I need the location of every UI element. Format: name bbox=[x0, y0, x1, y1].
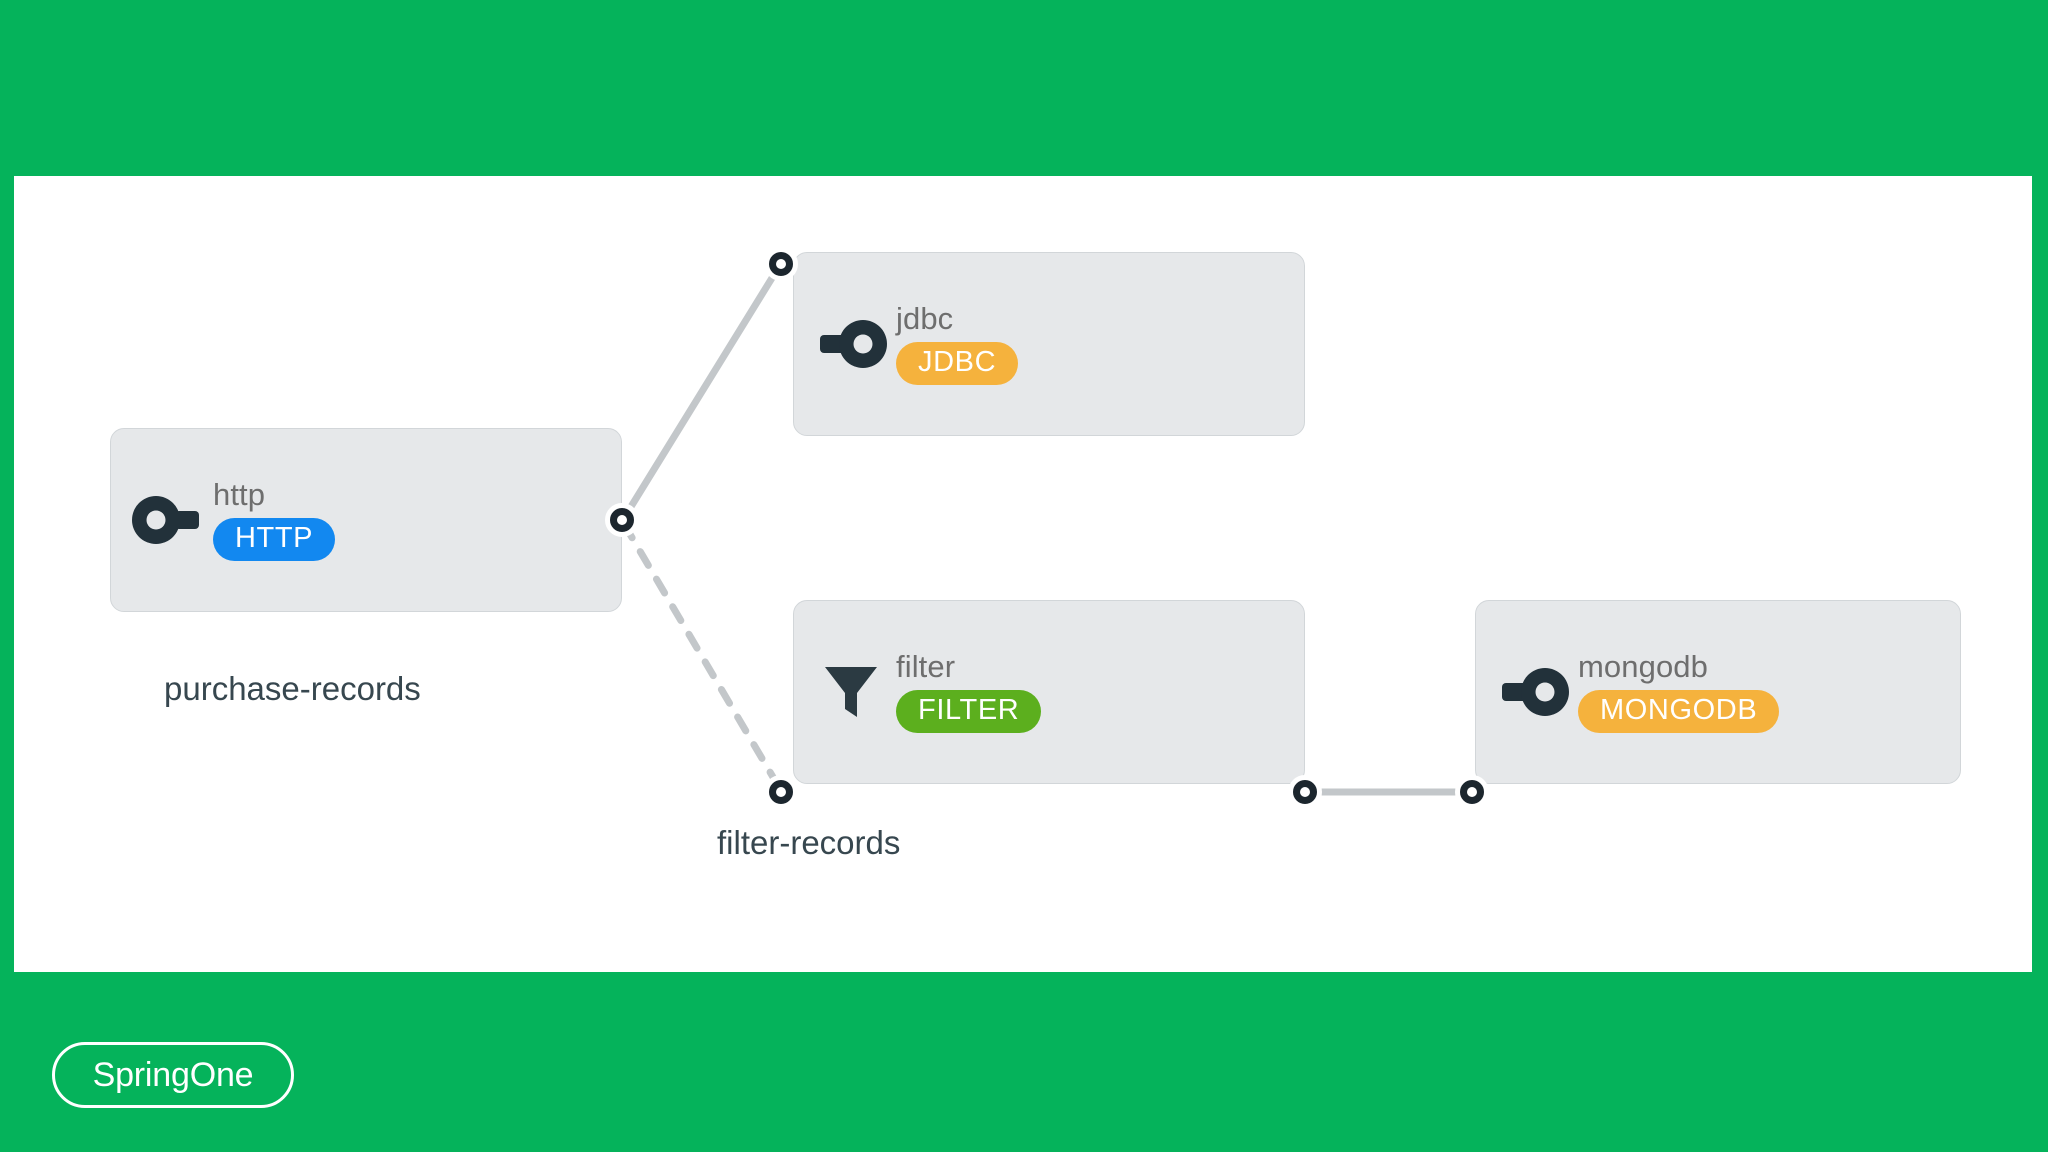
stream-label-purchase-records: purchase-records bbox=[164, 670, 421, 707]
node-badge: JDBC bbox=[896, 342, 1019, 386]
node-badge: FILTER bbox=[896, 690, 1042, 734]
node-badge: MONGODB bbox=[1578, 690, 1780, 734]
node-title: http bbox=[213, 476, 266, 512]
springone-logo: SpringOne bbox=[52, 1042, 294, 1108]
port-jdbc-input[interactable] bbox=[764, 247, 798, 281]
node-title: filter bbox=[896, 648, 956, 684]
funnel-icon bbox=[812, 661, 890, 723]
connection-http-to-jdbc[interactable] bbox=[620, 261, 784, 522]
port-http-output[interactable] bbox=[605, 503, 639, 537]
port-filter-input[interactable] bbox=[764, 775, 798, 809]
node-badge: HTTP bbox=[213, 518, 336, 562]
stream-label-filter-records: filter-records bbox=[717, 824, 901, 861]
sink-key-icon bbox=[1494, 664, 1572, 720]
node-filter[interactable]: filter FILTER bbox=[793, 600, 1305, 784]
connection-http-to-filter[interactable] bbox=[620, 520, 784, 793]
port-filter-output[interactable] bbox=[1288, 775, 1322, 809]
node-title: jdbc bbox=[896, 300, 954, 336]
node-jdbc[interactable]: jdbc JDBC bbox=[793, 252, 1305, 436]
port-mongodb-input[interactable] bbox=[1455, 775, 1489, 809]
node-http[interactable]: http HTTP bbox=[110, 428, 622, 612]
node-title: mongodb bbox=[1578, 648, 1708, 684]
source-key-icon bbox=[129, 492, 207, 548]
node-mongodb[interactable]: mongodb MONGODB bbox=[1475, 600, 1961, 784]
springone-logo-text: SpringOne bbox=[92, 1055, 254, 1094]
flow-canvas[interactable]: http HTTP purchase-records jdbc bbox=[14, 176, 2032, 972]
sink-key-icon bbox=[812, 316, 890, 372]
